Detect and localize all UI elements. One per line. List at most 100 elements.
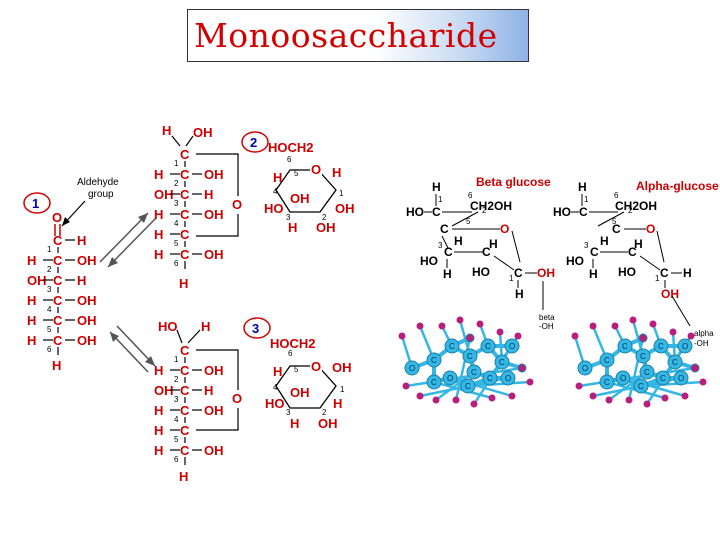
beta-O: O xyxy=(500,222,509,236)
hydrogen-ball xyxy=(571,332,579,340)
r2-num-4: 4 xyxy=(273,187,278,196)
oxygen-ball xyxy=(677,338,693,354)
f2-O-bridge: O xyxy=(232,197,242,212)
oxygen-ball xyxy=(577,360,593,376)
hydrogen-ball xyxy=(699,378,707,386)
fischer1-row6-right: OH xyxy=(77,333,97,348)
fischer1-row1-carbon: C xyxy=(53,233,63,248)
beta-num-3: 3 xyxy=(438,241,443,250)
fischer3-row5-num: 5 xyxy=(174,435,179,444)
beta-label-2: -OH xyxy=(539,322,554,331)
carbon-ball-letter: C xyxy=(622,342,628,351)
carbon-ball-letter: C xyxy=(431,356,437,365)
r2-OH-bottom: OH xyxy=(316,220,336,235)
label-2: 2 xyxy=(250,135,257,150)
fischer2-bottom-H: H xyxy=(179,276,188,291)
oxygen-ball-letter: O xyxy=(682,342,688,351)
r3-num-3: 3 xyxy=(286,408,291,417)
hydrogen-ball xyxy=(476,320,484,328)
alpha-HO3: HO xyxy=(618,265,636,279)
fischer3-row2-num: 2 xyxy=(174,375,179,384)
fischer1-row6-carbon: C xyxy=(53,333,63,348)
alpha-CH2OH: CH2OH xyxy=(615,199,657,213)
hydrogen-ball xyxy=(638,333,648,343)
r2-num-2: 2 xyxy=(322,213,327,222)
fischer2-row6-right: OH xyxy=(204,247,224,262)
equilibrium-arrows-lower xyxy=(109,325,156,373)
fischer1-row5-num: 5 xyxy=(47,325,52,334)
fischer1-row2-left: H xyxy=(27,253,36,268)
aldehyde-label-2: group xyxy=(88,189,114,200)
oxygen-ball xyxy=(442,370,458,386)
r3-num-2: 2 xyxy=(322,408,327,417)
fischer1-row5-carbon: C xyxy=(53,313,63,328)
alpha-label-1: alpha xyxy=(694,329,714,338)
carbon-ball xyxy=(426,352,442,368)
carbon-ball xyxy=(617,338,633,354)
title-box: Monoosaccharide xyxy=(187,9,529,62)
hydrogen-ball xyxy=(669,328,677,336)
alpha-C3: C xyxy=(628,245,637,259)
alpha-OH: OH xyxy=(661,287,679,301)
carbon-ball xyxy=(480,338,496,354)
alpha-C1: C xyxy=(660,266,669,280)
alpha-C5: C xyxy=(612,222,621,236)
hydrogen-ball xyxy=(589,392,597,400)
fischer3-row3-carbon: C xyxy=(180,383,190,398)
alpha-num-3: 3 xyxy=(584,241,589,250)
beta-H2: H xyxy=(489,237,498,251)
fischer1-row3-carbon: C xyxy=(53,273,63,288)
beta-label-1: beta xyxy=(539,313,555,322)
carbon-ball xyxy=(667,354,683,370)
r3-num-5: 5 xyxy=(294,365,299,374)
r3-HO-left: HO xyxy=(265,396,285,411)
beta-num-6: 6 xyxy=(468,191,473,200)
fischer1-row3-left: OH xyxy=(27,273,47,288)
hydrogen-ball xyxy=(517,363,527,373)
alpha-O: O xyxy=(646,222,655,236)
carbon-ball xyxy=(462,348,478,364)
fischer3-row2-left: H xyxy=(154,363,163,378)
label-1: 1 xyxy=(32,196,39,211)
carbon-ball xyxy=(655,370,671,386)
alpha-label-2: -OH xyxy=(694,339,709,348)
beta-H: H xyxy=(454,234,463,248)
oxygen-ball-letter: O xyxy=(582,364,588,373)
carbon-ball-letter: C xyxy=(660,374,666,383)
fischer3-row4-left: H xyxy=(154,403,163,418)
beta-glucose-structure: Beta glucose H HO C CH2OH C O H C C H HO… xyxy=(406,175,555,331)
alpha-title: Alpha-glucose xyxy=(636,179,719,193)
hydrogen-ball xyxy=(402,382,410,390)
beta-CH2OH: CH2OH xyxy=(470,199,512,213)
r2-H-right: H xyxy=(332,165,341,180)
fischer1-row3-num: 3 xyxy=(47,285,52,294)
beta-num-1a: 1 xyxy=(438,195,443,204)
aldehyde-label-1: Aldehyde xyxy=(77,177,119,188)
oxygen-ball-letter: O xyxy=(505,374,511,383)
fischer2-row5-carbon: C xyxy=(180,227,190,242)
hydrogen-ball xyxy=(465,333,475,343)
carbon-ball xyxy=(460,378,476,394)
fischer2-row2-num: 2 xyxy=(174,179,179,188)
aldehyde-O: O xyxy=(52,210,62,225)
fischer2-row6-left: H xyxy=(154,247,163,262)
fischer2-row1-num: 1 xyxy=(174,159,179,168)
hydrogen-ball xyxy=(470,400,478,408)
hydrogen-ball xyxy=(526,378,534,386)
carbon-ball xyxy=(494,354,510,370)
fischer1-row4-right: OH xyxy=(77,293,97,308)
carbon-ball-letter: C xyxy=(604,378,610,387)
hydrogen-ball xyxy=(690,363,700,373)
fischer1-bottom-H: H xyxy=(52,358,61,373)
oxygen-ball xyxy=(673,370,689,386)
hydrogen-ball xyxy=(508,392,516,400)
beta-C5: C xyxy=(440,222,449,236)
beta-num-1: 1 xyxy=(509,274,514,283)
oxygen-ball xyxy=(504,338,520,354)
fischer2-row2-left: H xyxy=(154,167,163,182)
beta-H4: H xyxy=(515,287,524,301)
r2-OH-mid: OH xyxy=(290,191,310,206)
